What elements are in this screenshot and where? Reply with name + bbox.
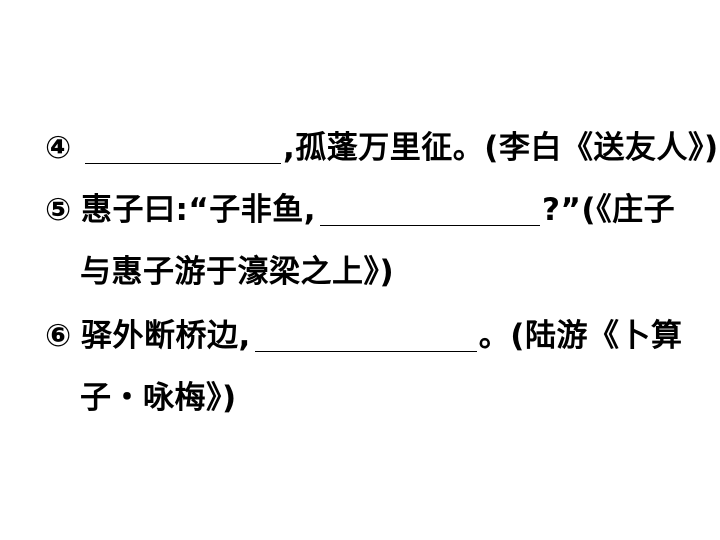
fill-blank-4[interactable] — [85, 133, 281, 164]
item-number: ⑤ — [45, 192, 72, 228]
fill-blank-5[interactable] — [320, 195, 541, 226]
item-number: ⑥ — [45, 318, 72, 354]
item-6-continuation: 子・咏梅》) — [80, 378, 237, 418]
item-5-text-before: 惠子曰:“子非鱼, — [81, 192, 317, 228]
fill-blank-6[interactable] — [254, 321, 477, 352]
item-6-text-after: 。(陆游《卜算 — [478, 318, 683, 354]
item-5-text-after: ?”(《庄子 — [542, 192, 676, 228]
item-5-text-continuation: 与惠子游于濠梁之上》) — [80, 254, 395, 290]
item-number: ④ — [45, 130, 72, 166]
item-5-continuation: 与惠子游于濠梁之上》) — [80, 252, 394, 292]
item-6-line: ⑥ 驿外断桥边, 。(陆游《卜算 — [45, 316, 682, 356]
item-6-text-continuation: 子・咏梅》) — [80, 380, 237, 416]
item-5-line: ⑤ 惠子曰:“子非鱼, ?”(《庄子 — [45, 190, 675, 230]
item-4-text-after: ,孤蓬万里征。(李白《送友人》) — [283, 130, 719, 166]
item-4-line: ④ ,孤蓬万里征。(李白《送友人》) — [45, 128, 719, 168]
item-6-text-before: 驿外断桥边, — [81, 318, 251, 354]
